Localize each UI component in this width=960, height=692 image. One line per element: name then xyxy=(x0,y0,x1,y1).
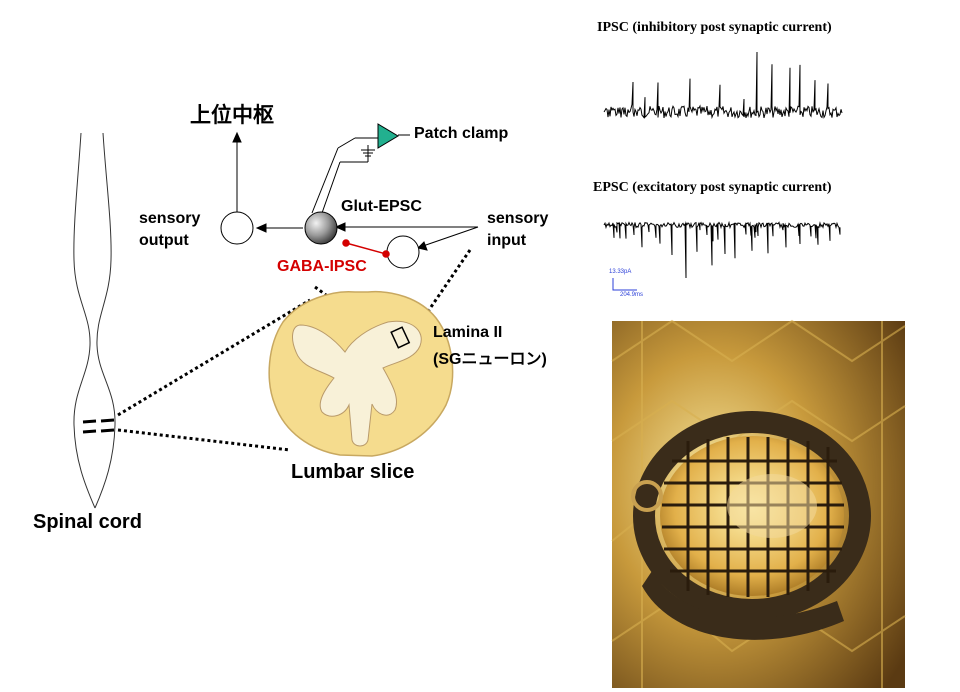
slice-chamber-photo xyxy=(611,319,906,688)
spinal-cord-outline xyxy=(73,132,116,509)
lamina-label-line2: (SGニューロン) xyxy=(433,351,547,368)
ipsc-title: IPSC (inhibitory post synaptic current) xyxy=(597,20,832,35)
scale-bar-x-label: 204.9ms xyxy=(620,292,644,298)
sensory-output-label-line2: output xyxy=(139,232,189,249)
sensory-input-label-line1: sensory xyxy=(487,210,549,227)
slice-level-markers xyxy=(82,418,115,434)
sensory-output-label-line1: sensory xyxy=(139,210,201,227)
epsc-title: EPSC (excitatory post synaptic current) xyxy=(593,180,832,195)
lamina-label-line1: Lamina II xyxy=(433,324,503,341)
sensory-input-label-line2: input xyxy=(487,232,527,249)
upper-center-label: 上位中枢 xyxy=(190,104,274,127)
sensory-output-neuron xyxy=(220,211,254,245)
scale-bar-y-label: 13.33pA xyxy=(609,269,632,275)
glut-epsc-label: Glut-EPSC xyxy=(341,198,422,215)
ipsc-trace xyxy=(603,51,843,120)
lumbar-slice-label: Lumbar slice xyxy=(291,461,415,483)
ground-symbol xyxy=(361,149,375,157)
patch-clamp-label: Patch clamp xyxy=(414,125,509,142)
gaba-ipsc-label: GABA-IPSC xyxy=(277,258,367,275)
inhibitory-interneuron xyxy=(386,235,420,269)
scale-bar xyxy=(612,278,637,291)
lamina-box-outer xyxy=(390,326,411,349)
patch-clamp-amplifier-icon xyxy=(377,123,399,149)
lumbar-slice-illustration xyxy=(268,290,454,457)
epsc-trace xyxy=(603,220,841,279)
gaba-synapse xyxy=(342,239,390,258)
spinal-cord-label: Spinal cord xyxy=(33,511,142,533)
sg-neuron-soma xyxy=(304,211,338,245)
circuit-arrows xyxy=(232,131,479,251)
